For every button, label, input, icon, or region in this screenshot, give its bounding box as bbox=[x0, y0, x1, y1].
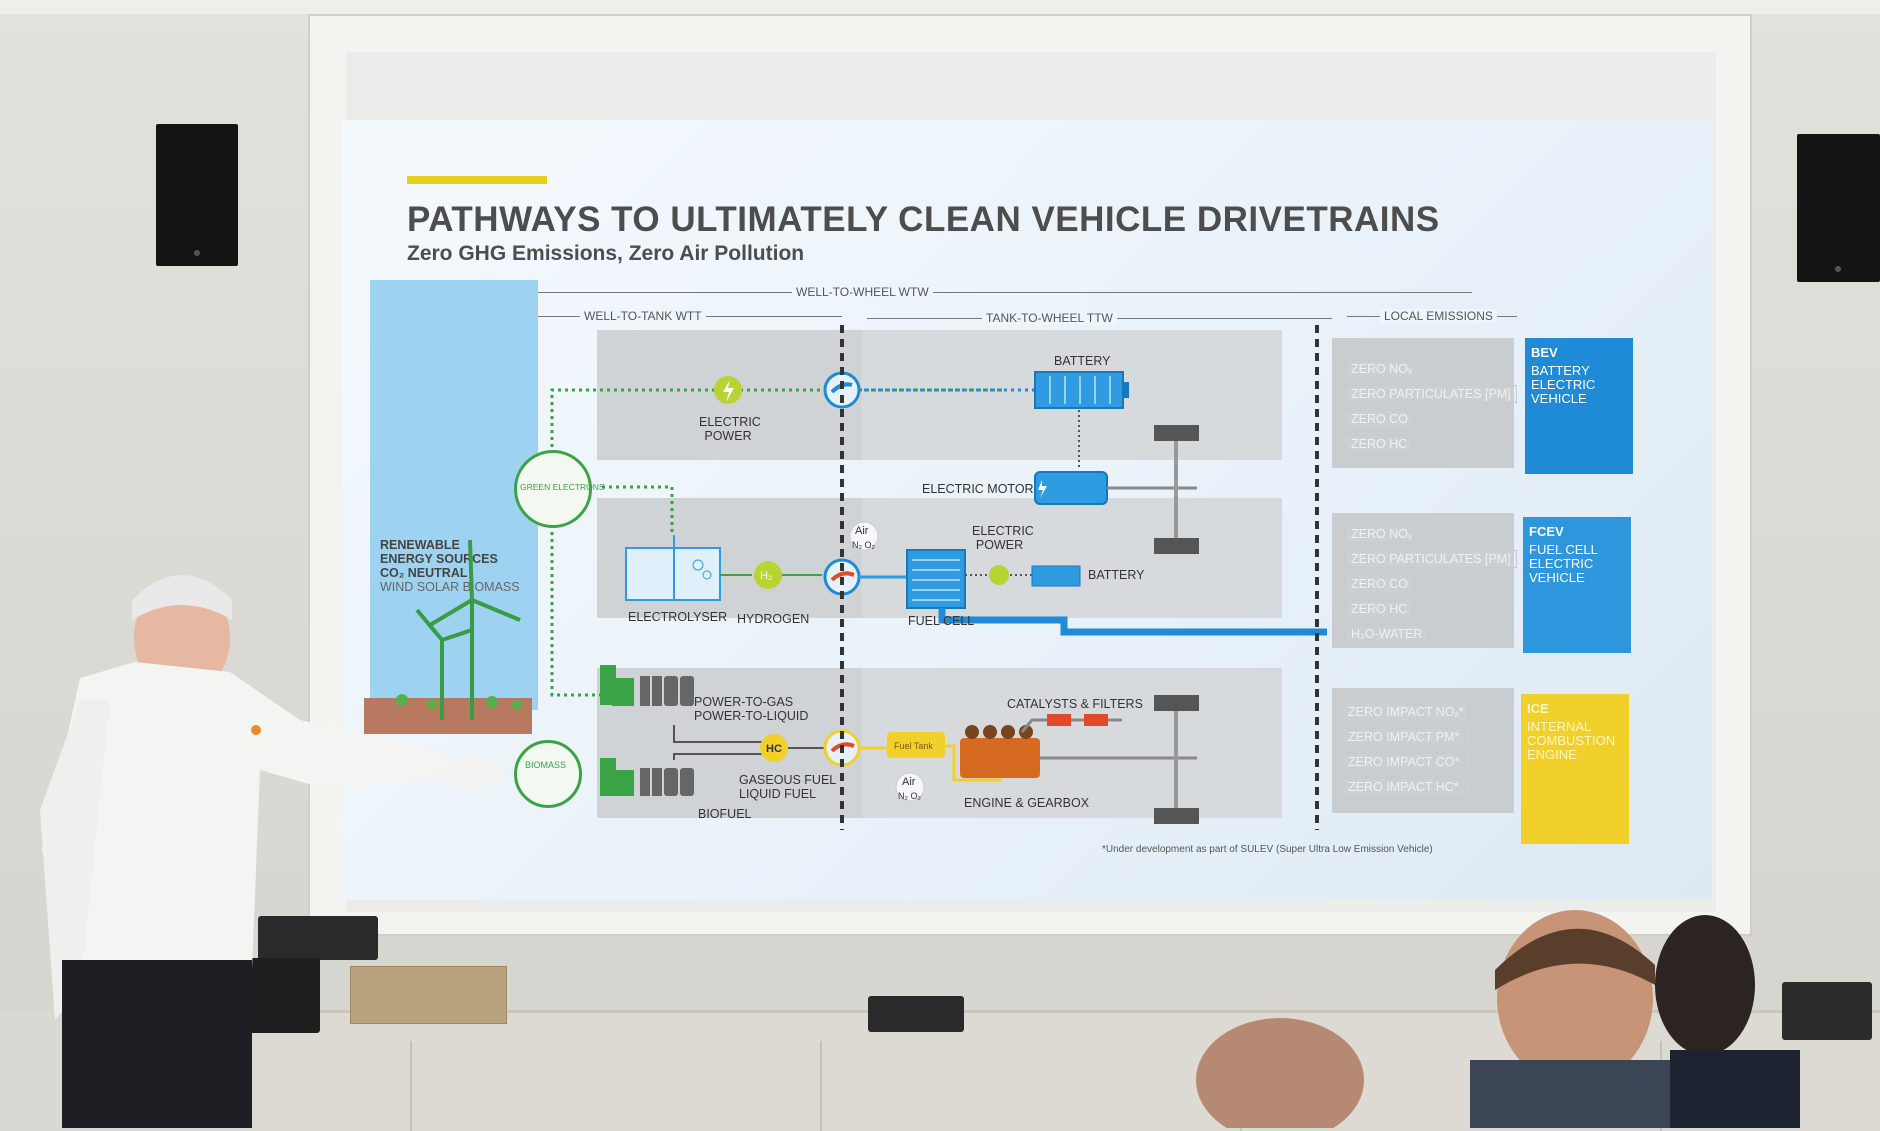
projector-base bbox=[250, 958, 320, 1033]
hydrogen-icon bbox=[754, 561, 782, 589]
presenter bbox=[40, 575, 506, 1128]
soil bbox=[364, 698, 532, 734]
green-electrons-label: GREEN ELECTRONS bbox=[520, 482, 605, 492]
fcev-battery-icon bbox=[1031, 565, 1081, 587]
ice-emission-4: ZERO IMPACT HC* bbox=[1342, 778, 1465, 796]
ice-emission-3: ZERO IMPACT CO* bbox=[1342, 753, 1466, 771]
header-wtt: WELL-TO-TANK WTT bbox=[580, 309, 706, 323]
audience-member-right bbox=[1470, 910, 1800, 1128]
bev-emission-4: ZERO HC bbox=[1345, 435, 1414, 453]
header-local: LOCAL EMISSIONS bbox=[1380, 309, 1497, 323]
presentation-slide: PATHWAYS TO ULTIMATELY CLEAN VEHICLE DRI… bbox=[342, 120, 1712, 900]
device-on-cabinet bbox=[868, 996, 964, 1032]
electrolyser-label: ELECTROLYSER bbox=[628, 610, 728, 624]
ice-emission-1: ZERO IMPACT NOₓ* bbox=[1342, 703, 1470, 721]
footnote: *Under development as part of SULEV (Sup… bbox=[1102, 844, 1433, 855]
fcev-emission-4: ZERO HC bbox=[1345, 600, 1414, 618]
h2-label: H₂ bbox=[760, 570, 773, 582]
bev-emissions-panel bbox=[1332, 338, 1514, 468]
battery-label-2: BATTERY bbox=[1088, 568, 1145, 582]
biomass-icon bbox=[514, 740, 582, 808]
catalysts-label: CATALYSTS & FILTERS bbox=[1007, 697, 1143, 711]
biomass-label: BIOMASS bbox=[525, 760, 567, 770]
green-electrons-icon bbox=[514, 450, 592, 528]
pathways-diagram bbox=[396, 325, 1327, 830]
electric-motor-label: ELECTRIC MOTOR bbox=[922, 482, 1034, 496]
hc-label: HC bbox=[766, 743, 782, 755]
fcev-emission-2: ZERO PARTICULATES [PM] bbox=[1345, 550, 1517, 568]
renewable-sky bbox=[370, 280, 538, 710]
title-accent-bar bbox=[407, 176, 547, 184]
bev-emission-1: ZERO NOₓ bbox=[1345, 360, 1419, 378]
engine-icon bbox=[960, 738, 1040, 778]
slide-title: PATHWAYS TO ULTIMATELY CLEAN VEHICLE DRI… bbox=[407, 200, 1440, 239]
fuel-tank-label: Fuel Tank bbox=[894, 741, 933, 751]
refinery-icon bbox=[600, 665, 634, 796]
ice-emissions-panel bbox=[1332, 688, 1514, 813]
wind-turbine-icon bbox=[415, 539, 521, 720]
electric-power-label: ELECTRIC POWER bbox=[699, 415, 761, 443]
right-speaker bbox=[1797, 134, 1880, 282]
ceiling bbox=[0, 0, 1880, 14]
catalyst-filter-icon bbox=[1047, 714, 1071, 726]
electric-power-label-2: ELECTRIC POWER bbox=[972, 524, 1034, 552]
plants-icon bbox=[396, 694, 522, 710]
power-to-gas-label: POWER-TO-GAS bbox=[694, 695, 794, 709]
bev-emission-2: ZERO PARTICULATES [PM] bbox=[1345, 385, 1517, 403]
engine-label: ENGINE & GEARBOX bbox=[964, 796, 1090, 810]
liquid-fuel-label: LIQUID FUEL bbox=[739, 787, 817, 801]
projector-box bbox=[258, 916, 378, 960]
header-ttw: TANK-TO-WHEEL TTW bbox=[982, 311, 1117, 325]
fuel-cell-label: FUEL CELL bbox=[908, 614, 975, 628]
fcev-emission-1: ZERO NOₓ bbox=[1345, 525, 1419, 543]
fuel-tank-icon bbox=[887, 732, 945, 758]
header-wtw: WELL-TO-WHEEL WTW bbox=[792, 285, 933, 299]
battery-label: BATTERY bbox=[1054, 354, 1111, 368]
slide-subtitle: Zero GHG Emissions, Zero Air Pollution bbox=[407, 242, 805, 265]
audience-member-left bbox=[1196, 1018, 1364, 1128]
left-speaker bbox=[156, 124, 238, 266]
desk-phone bbox=[1782, 982, 1872, 1040]
fcev-emission-3: ZERO CO bbox=[1345, 575, 1414, 593]
biofuel-label: BIOFUEL bbox=[698, 807, 752, 821]
n2o2-label-1: N₂ O₂ bbox=[852, 540, 875, 550]
hc-fuel-icon bbox=[760, 734, 788, 762]
n2o2-label-2: N₂ O₂ bbox=[898, 791, 921, 801]
air-label-2: Air bbox=[902, 776, 916, 788]
cardboard-box bbox=[350, 966, 507, 1024]
power-to-liquid-label: POWER-TO-LIQUID bbox=[694, 709, 809, 723]
ice-emission-2: ZERO IMPACT PM* bbox=[1342, 728, 1466, 746]
gaseous-fuel-label: GASEOUS FUEL bbox=[739, 773, 837, 787]
bev-emission-3: ZERO CO bbox=[1345, 410, 1414, 428]
hydrogen-label: HYDROGEN bbox=[737, 612, 810, 626]
renewable-label: RENEWABLE ENERGY SOURCES CO₂ NEUTRAL WIN… bbox=[380, 538, 520, 594]
fcev-emission-5: H₂O-WATER bbox=[1345, 625, 1429, 643]
air-label-1: Air bbox=[855, 525, 869, 537]
